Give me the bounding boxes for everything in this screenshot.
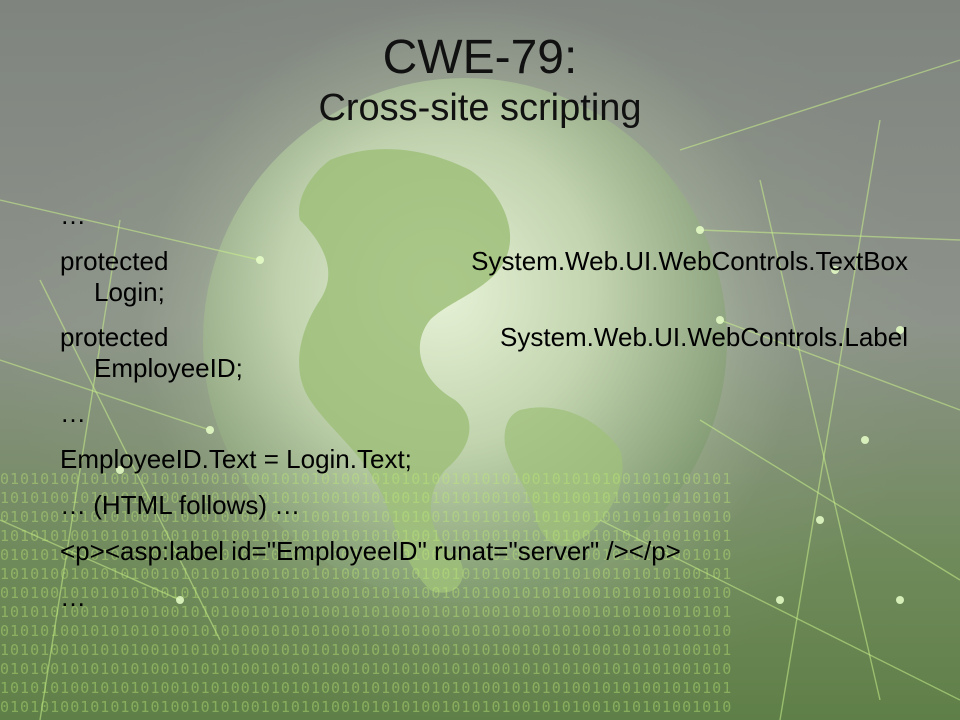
keyword-protected: protected: [60, 322, 169, 352]
keyword-protected: protected: [60, 246, 169, 276]
title-subtitle: Cross-site scripting: [318, 87, 642, 129]
title-main: CWE-79:: [382, 31, 578, 84]
code-line-split: protected System.Web.UI.WebControls.Labe…: [60, 322, 908, 353]
code-body: … protected System.Web.UI.WebControls.Te…: [60, 200, 920, 628]
type-textbox: System.Web.UI.WebControls.TextBox: [471, 246, 908, 276]
type-label: System.Web.UI.WebControls.Label: [500, 322, 908, 352]
code-line-ellipsis-1: …: [60, 200, 86, 230]
slide-title: CWE-79: Cross-site scripting: [0, 30, 960, 130]
identifier-login: Login;: [94, 277, 165, 307]
code-line-assignment: EmployeeID.Text = Login.Text;: [60, 444, 412, 474]
identifier-employeeid: EmployeeID;: [94, 353, 243, 383]
code-line-textbox-declaration: protected System.Web.UI.WebControls.Text…: [60, 246, 920, 308]
code-line-ellipsis-2: …: [60, 398, 86, 428]
binary-pattern: 0101010010100101010100101001010101001010…: [0, 470, 733, 716]
code-line-split: protected System.Web.UI.WebControls.Text…: [60, 246, 908, 277]
code-line-html-follows: … (HTML follows) …: [60, 490, 301, 520]
code-line-ellipsis-3: …: [60, 582, 86, 612]
code-line-label-declaration: protected System.Web.UI.WebControls.Labe…: [60, 322, 920, 384]
code-line-asp-label: <p><asp:label id="EmployeeID" runat="ser…: [60, 536, 681, 566]
